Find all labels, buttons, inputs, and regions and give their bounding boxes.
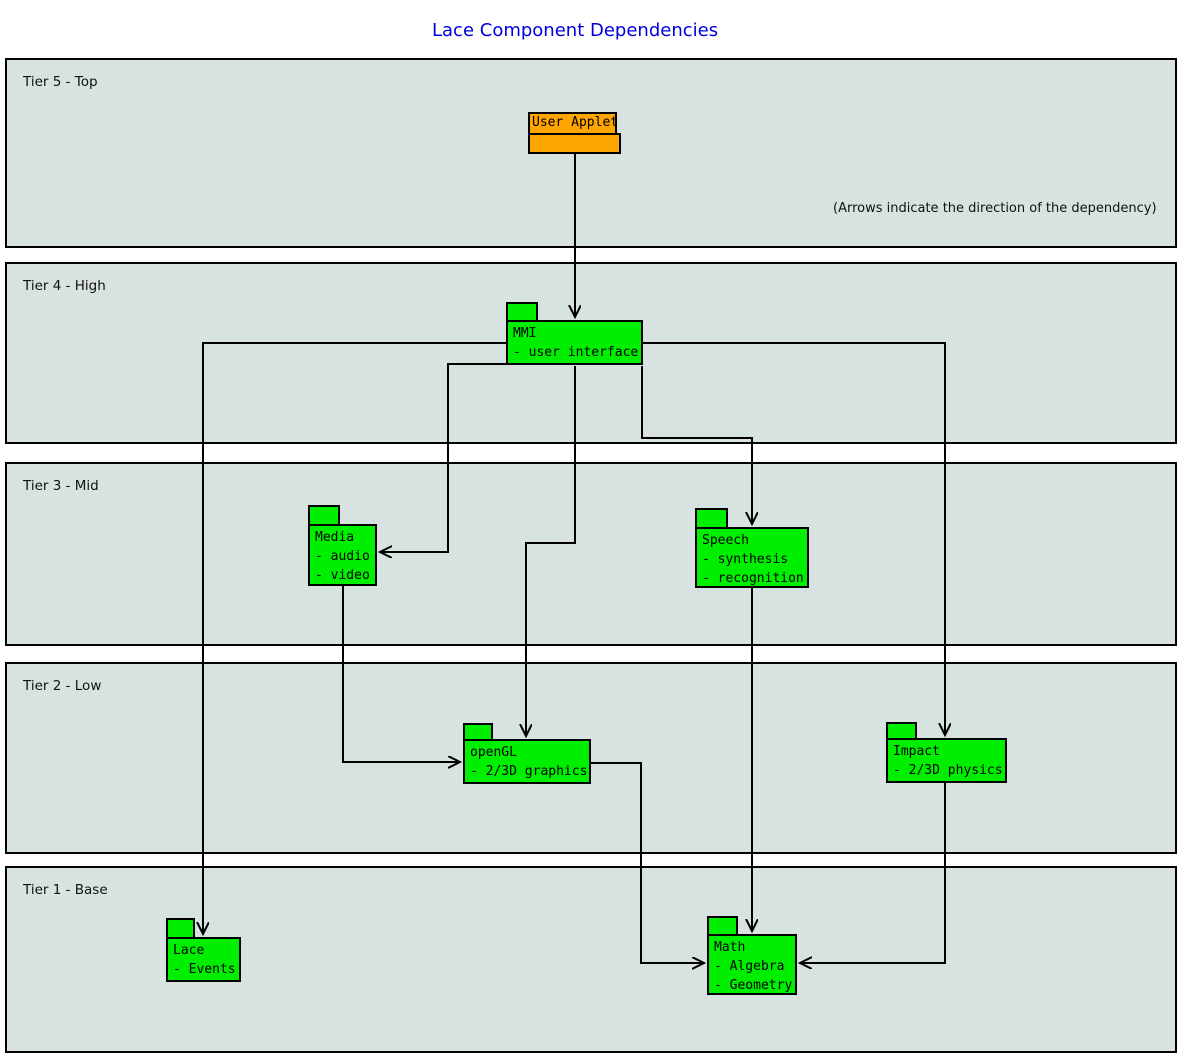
component-title: User Applet [532,115,619,130]
component-line: - Geometry [714,978,793,993]
component-tab: User Applet [528,112,619,135]
tier-label: Tier 3 - Mid [23,478,99,494]
component-body [528,133,621,154]
component-line: - 2/3D graphics [470,764,588,779]
component-title: Math [714,940,746,955]
edge-mmi-media [380,363,508,552]
component-line: - recognition [702,571,804,586]
component-tab [166,918,195,939]
component-title: openGL [470,745,517,760]
tier-band-2: Tier 2 - Low [5,662,1177,854]
component-body: Impact - 2/3D physics [886,738,1007,783]
component-line: - Algebra [714,959,785,974]
component-line: - 2/3D physics [893,763,1003,778]
edge-mmi-lace [203,342,506,934]
component-tab [308,505,340,526]
component-body: openGL - 2/3D graphics [463,739,591,784]
component-body: Math - Algebra - Geometry [707,934,797,995]
component-title: Media [315,530,355,545]
edge-mmi-impact [643,342,945,735]
component-line: - synthesis [702,552,789,567]
component-line: - user interface [513,345,639,360]
component-title: Speech [702,533,749,548]
tier-label: Tier 2 - Low [23,678,102,694]
tier-label: Tier 1 - Base [23,882,108,898]
tier-label: Tier 5 - Top [23,74,98,90]
edge-mmi-speech [641,366,752,524]
diagram-title: Lace Component Dependencies [432,20,719,41]
edge-opengl-math [591,762,704,963]
component-body: Lace - Events [166,937,241,982]
component-body: Speech - synthesis - recognition [695,527,809,588]
component-tab [707,916,738,936]
component-body: Media - audio - video [308,524,377,586]
component-tab [695,508,728,529]
edge-media-opengl [342,586,460,762]
annotation-text: (Arrows indicate the direction of the de… [833,201,1157,216]
component-line: - audio [315,549,370,564]
tier-band-3: Tier 3 - Mid [5,462,1177,646]
component-title: Lace [173,943,205,958]
component-tab [506,302,538,322]
component-body: MMI - user interface [506,320,643,365]
component-title: Impact [893,744,940,759]
edge-impact-math [800,783,946,963]
component-line: - video [315,568,370,583]
edge-mmi-opengl [526,366,576,736]
tier-label: Tier 4 - High [23,278,106,294]
component-line: - Events [173,962,236,977]
component-title: MMI [513,326,537,341]
